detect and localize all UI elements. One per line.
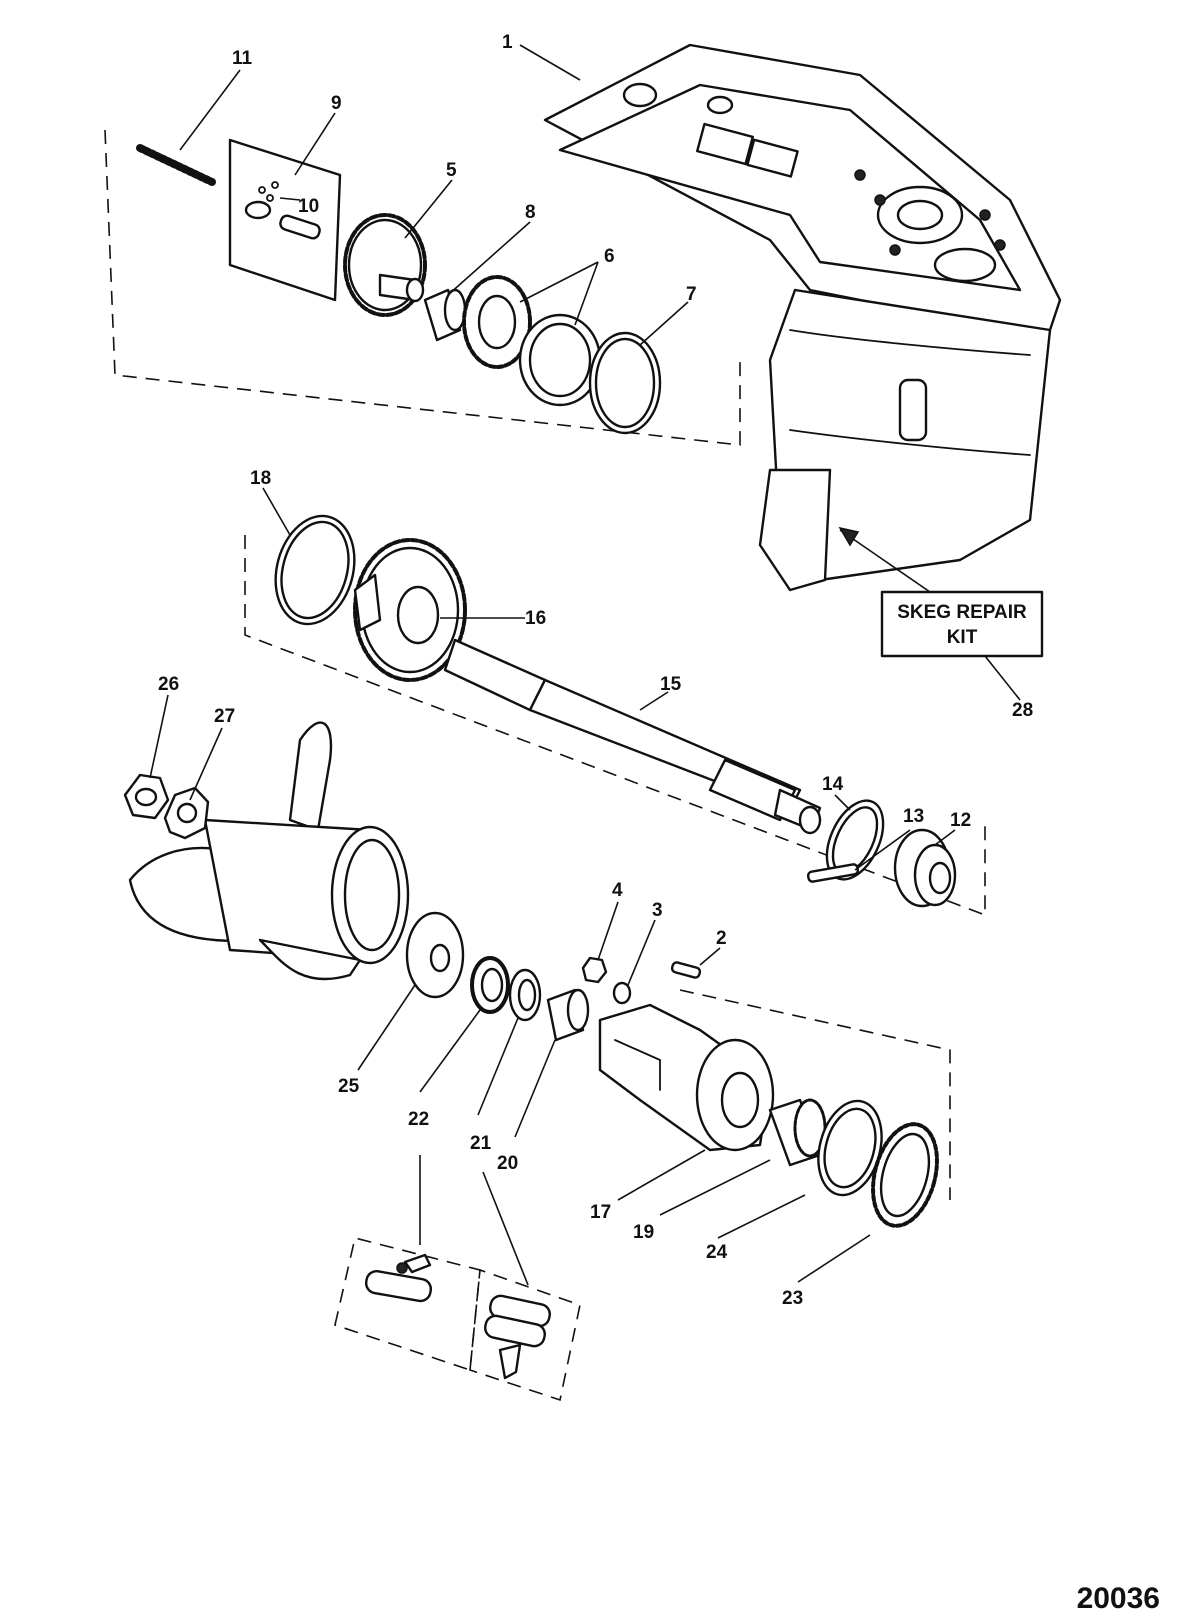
carrier-washer: [612, 981, 632, 1005]
callout-1: 1: [502, 32, 513, 53]
callout-15: 15: [660, 674, 682, 695]
callout-20: 20: [497, 1153, 518, 1174]
carrier-needle-bearing: [546, 988, 590, 1042]
bearing-carrier: [598, 1003, 775, 1152]
carrier-nut: [581, 956, 608, 984]
group-outline-propshaft: [244, 535, 986, 917]
gear-housing: [543, 43, 1062, 592]
kit-contents-22: [364, 1253, 433, 1303]
forward-gear: [353, 538, 467, 682]
callout-3: 3: [652, 900, 663, 921]
group-outline-kit-22: [334, 1237, 481, 1372]
pinion-gear: [343, 213, 427, 317]
callout-7: 7: [686, 284, 697, 305]
callout-2: 2: [716, 928, 727, 949]
thrust-washer: [405, 911, 465, 999]
callout-19: 19: [633, 1222, 654, 1243]
housing-logo-plate: [898, 378, 928, 442]
callout-8: 8: [525, 202, 536, 223]
leader-lines: [149, 44, 1021, 1286]
drawing-number: 20036: [1077, 1582, 1160, 1615]
kit-contents-21: [484, 1294, 551, 1380]
o-ring-pinion: [588, 331, 662, 435]
o-ring-forward-gear: [274, 514, 356, 626]
callout-24: 24: [706, 1242, 728, 1263]
shim-card: [228, 138, 342, 302]
callout-14: 14: [822, 774, 844, 795]
group-outline-pinion: [104, 129, 741, 446]
callout-23: 23: [782, 1288, 803, 1309]
tapered-bearing: [462, 275, 532, 369]
callout-17: 17: [590, 1202, 611, 1223]
callout-26: 26: [158, 674, 179, 695]
group-outline-bearing-carrier: [679, 989, 951, 1200]
callout-16: 16: [525, 608, 546, 629]
callout-28: 28: [1012, 700, 1033, 721]
callout-9: 9: [331, 93, 342, 114]
seal: [470, 956, 510, 1014]
assembly-group-outlines: [104, 129, 986, 1402]
roller-bearing: [768, 1098, 827, 1167]
seal-inner: [508, 968, 542, 1022]
propeller-shaft: [443, 638, 822, 835]
skeg-arrow-head: [838, 526, 860, 547]
callout-12: 12: [950, 810, 971, 831]
carrier-thrust-washer: [817, 1099, 883, 1197]
callout-5: 5: [446, 160, 457, 181]
tab-washer: [163, 786, 210, 840]
callout-25: 25: [338, 1076, 360, 1097]
callout-4: 4: [612, 880, 623, 901]
callout-22-top: 22: [408, 1109, 429, 1130]
propeller-nut: [123, 773, 170, 820]
skeg-repair-kit-box: [880, 590, 1044, 658]
spring: [136, 144, 216, 186]
skeg-repair-kit-line2: KIT: [947, 627, 978, 648]
thrust-bearing: [871, 1122, 939, 1228]
propeller: [128, 721, 410, 981]
callout-13: 13: [903, 806, 924, 827]
callout-6: 6: [604, 246, 615, 267]
callout-21-top: 21: [470, 1133, 492, 1154]
callout-18: 18: [250, 468, 271, 489]
callout-11: 11: [232, 48, 253, 69]
callout-10: 10: [298, 196, 319, 217]
skeg-repair-kit-line1: SKEG REPAIR: [897, 602, 1027, 623]
carrier-stud: [670, 961, 702, 979]
callout-27: 27: [214, 706, 235, 727]
needle-bearing: [423, 288, 467, 342]
group-outline-kit-21: [469, 1268, 581, 1402]
bearing-cup: [518, 313, 602, 407]
callout-numbers: 1 11 9 5 10 8 6 7 18 16 15 28 26 27 14 1…: [158, 32, 1033, 1309]
shift-coupler: [893, 828, 957, 908]
